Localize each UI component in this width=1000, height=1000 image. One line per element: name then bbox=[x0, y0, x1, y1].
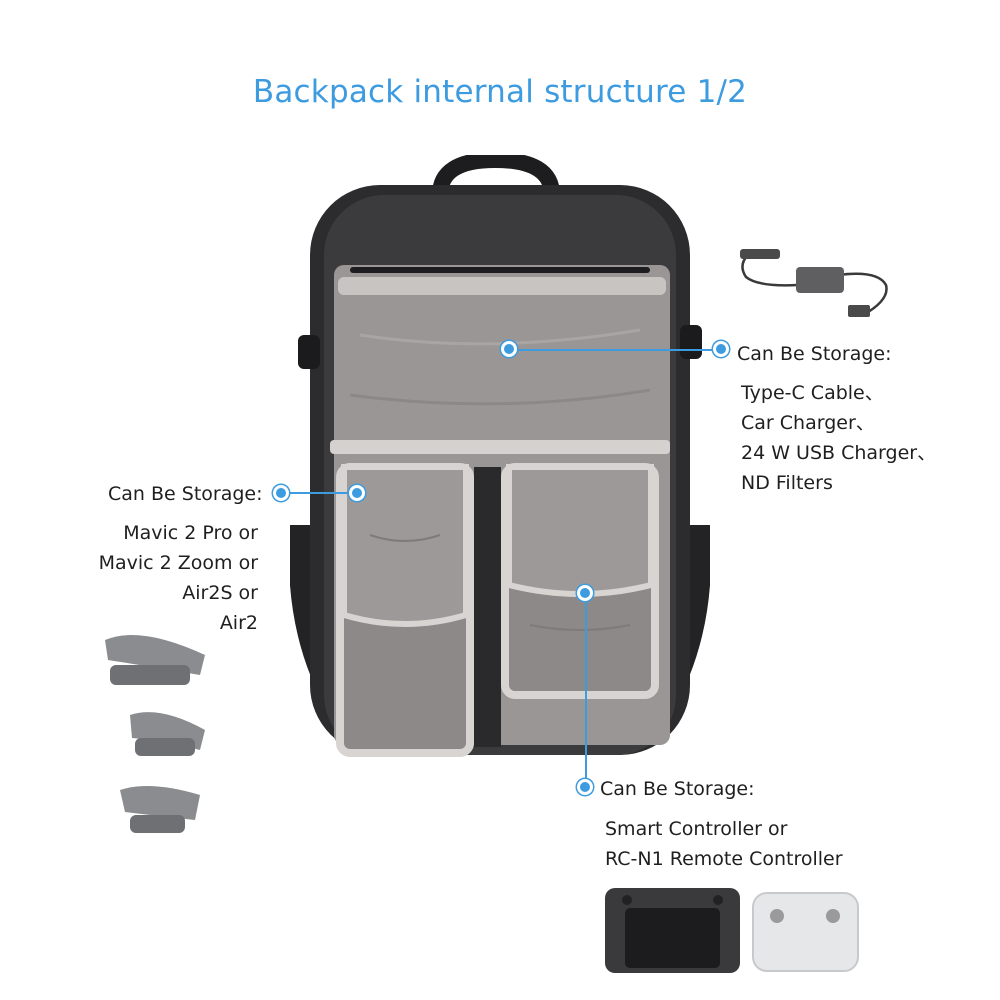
callout-left-item: Mavic 2 Pro or bbox=[123, 522, 258, 544]
callout-bottom-heading: Can Be Storage: bbox=[600, 778, 755, 800]
callout-bottom-line bbox=[585, 594, 587, 784]
callout-bottom-pocket-dot bbox=[577, 585, 593, 601]
callout-left-item: Air2S or bbox=[182, 582, 258, 604]
callout-top-line bbox=[512, 349, 720, 351]
callout-bottom-list: Smart Controller or RC-N1 Remote Control… bbox=[605, 814, 843, 874]
controllers-icon bbox=[605, 888, 859, 973]
car-charger-icon bbox=[740, 249, 888, 317]
callout-top-label-dot bbox=[713, 341, 729, 357]
callout-left-item: Air2 bbox=[219, 612, 258, 634]
callout-left-list: Mavic 2 Pro or Mavic 2 Zoom or Air2S or … bbox=[58, 518, 258, 638]
callout-bottom-item: Smart Controller or bbox=[605, 818, 788, 840]
callout-bottom-item: RC-N1 Remote Controller bbox=[605, 848, 843, 870]
callout-left-heading: Can Be Storage: bbox=[108, 483, 263, 505]
backpack-illustration bbox=[290, 155, 710, 757]
callout-left-label-dot bbox=[273, 485, 289, 501]
page-title: Backpack internal structure 1/2 bbox=[252, 74, 748, 110]
callout-left-item: Mavic 2 Zoom or bbox=[98, 552, 258, 574]
callout-top-item: 24 W USB Charger、 bbox=[741, 442, 937, 464]
callout-left-line bbox=[283, 492, 358, 494]
callout-top-pocket-dot bbox=[501, 341, 517, 357]
callout-top-item: Car Charger、 bbox=[741, 412, 875, 434]
callout-bottom-label-dot bbox=[577, 779, 593, 795]
callout-top-list: Type-C Cable、 Car Charger、 24 W USB Char… bbox=[741, 378, 936, 498]
callout-top-item: ND Filters bbox=[741, 472, 833, 494]
callout-top-heading: Can Be Storage: bbox=[737, 343, 892, 365]
drone-icon bbox=[105, 635, 205, 833]
callout-top-item: Type-C Cable、 bbox=[741, 382, 884, 404]
callout-left-pocket-dot bbox=[349, 485, 365, 501]
